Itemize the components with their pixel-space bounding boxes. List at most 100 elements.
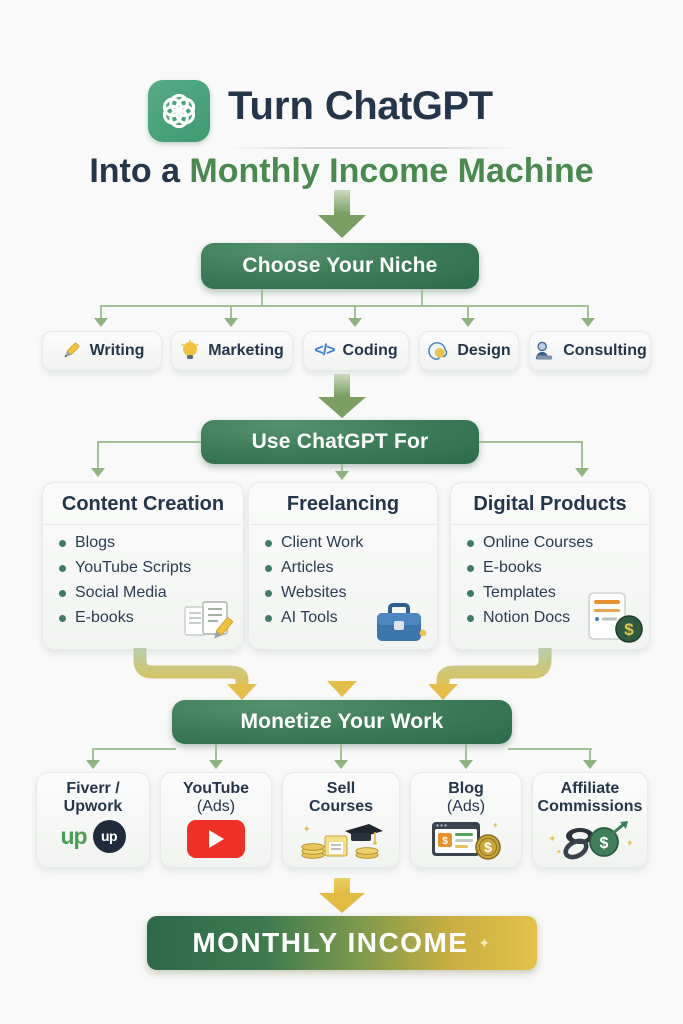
arrowhead-icon <box>94 318 108 327</box>
card-title-line2: (Ads) <box>446 797 486 815</box>
play-triangle-icon <box>208 829 224 848</box>
svg-text:$: $ <box>442 836 448 847</box>
title-word-turn: Turn <box>228 84 314 128</box>
document-pencil-icon <box>184 601 234 639</box>
list-item: E-books <box>467 559 649 584</box>
column-divider <box>45 524 241 525</box>
connector-drop <box>100 305 102 318</box>
connector-rail-right <box>508 748 592 750</box>
connector-drop <box>341 464 343 471</box>
svg-text:$: $ <box>484 839 492 855</box>
openai-knot-icon <box>162 93 196 129</box>
youtube-button-icon <box>187 819 245 858</box>
card-title: Sell <box>326 780 356 797</box>
list-item: AI Tools <box>265 609 437 634</box>
sparkle-icon: ✦ <box>478 934 492 951</box>
niche-label: Consulting <box>563 342 647 359</box>
card-title: Affiliate <box>560 780 620 797</box>
card-youtube-ads: YouTube (Ads) <box>160 772 272 868</box>
connector-drop <box>340 744 342 760</box>
column-title: Content Creation <box>61 493 225 515</box>
niche-chip-coding: </> Coding <box>303 331 409 371</box>
connector-stem <box>421 289 423 306</box>
card-title: Fiverr / <box>66 780 120 797</box>
list-item: Notion Docs <box>467 609 649 634</box>
connector-rail <box>100 305 589 307</box>
browser-ads-dollar-icon: $ $ ✦ <box>430 820 502 860</box>
connector-drop <box>589 748 591 760</box>
column-title: Digital Products <box>473 493 627 515</box>
column-digital-products: Digital Products Online Courses E-books … <box>450 482 650 650</box>
niche-label: Marketing <box>208 342 284 359</box>
connector-stem <box>261 289 263 306</box>
column-freelancing: Freelancing Client Work Articles Website… <box>248 482 438 650</box>
arrowhead-icon <box>334 760 348 769</box>
list-item: Online Courses <box>467 534 649 559</box>
connector-rail-left <box>92 748 176 750</box>
column-list: Client Work Articles Websites AI Tools <box>249 534 437 634</box>
svg-text:$: $ <box>600 835 609 852</box>
arrowhead-icon <box>461 318 475 327</box>
connector-branch-right <box>479 441 583 443</box>
card-title-line2: Courses <box>308 797 374 815</box>
svg-text:✦: ✦ <box>303 824 311 834</box>
flow-arrow-down-2 <box>318 374 366 418</box>
arrowhead-icon <box>91 468 105 477</box>
niche-label: Design <box>457 342 511 359</box>
connector-drop <box>215 744 217 760</box>
niche-chip-consulting: Consulting <box>529 331 651 371</box>
card-title-line2: Upwork <box>63 797 123 815</box>
lightbulb-icon <box>181 340 199 359</box>
pencil-icon <box>64 342 80 358</box>
briefcase-icon <box>377 603 427 641</box>
flow-arrows-to-monetize <box>133 648 552 700</box>
svg-text:✦: ✦ <box>492 821 499 830</box>
card-title: YouTube <box>182 780 250 797</box>
svg-text:✦: ✦ <box>626 838 634 848</box>
connector-drop <box>97 441 99 468</box>
niche-label: Coding <box>342 342 398 359</box>
monthly-income-label: MONTHLY INCOME <box>192 927 469 958</box>
subtitle-prefix: Into a <box>89 152 190 190</box>
niche-chip-marketing: Marketing <box>171 331 293 371</box>
svg-text:✦: ✦ <box>556 848 562 856</box>
flow-arrow-down-income <box>319 878 365 913</box>
banner-monthly-income: MONTHLY INCOME ✦ <box>147 916 537 970</box>
subtitle-highlight: Monthly Income Machine <box>189 152 594 190</box>
card-title-line2: (Ads) <box>196 797 236 815</box>
banner-use-chatgpt-for: Use ChatGPT For <box>201 420 479 464</box>
header-divider <box>228 147 520 149</box>
card-title-line2: Commissions <box>537 797 643 815</box>
connector-drop <box>581 441 583 468</box>
list-item: Client Work <box>265 534 437 559</box>
column-divider <box>251 524 435 525</box>
arrowhead-icon <box>348 318 362 327</box>
column-list: Online Courses E-books Templates Notion … <box>451 534 649 634</box>
column-list: Blogs YouTube Scripts Social Media E-boo… <box>43 534 243 634</box>
list-item: Social Media <box>59 584 243 609</box>
chatgpt-logo-icon <box>148 80 210 142</box>
card-affiliate-commissions: Affiliate Commissions ✦ ✦ $ ✦ <box>532 772 648 868</box>
banner-monetize-your-work: Monetize Your Work <box>172 700 512 744</box>
connector-branch-left <box>97 441 201 443</box>
card-blog-ads: Blog (Ads) $ $ ✦ <box>410 772 522 868</box>
list-item: E-books <box>59 609 243 634</box>
connector-drop <box>587 305 589 318</box>
column-divider <box>453 524 647 525</box>
niche-label: Writing <box>89 342 145 359</box>
page-subtitle: Into a Monthly Income Machine <box>0 152 683 191</box>
connector-drop <box>465 744 467 760</box>
notepad-dollar-icon: $ <box>588 592 643 643</box>
arrowhead-icon <box>335 471 349 480</box>
flow-arrow-down-1 <box>318 190 366 238</box>
column-title: Freelancing <box>286 493 400 515</box>
upwork-wordmark-icon: up <box>60 822 87 849</box>
list-item: Templates <box>467 584 649 609</box>
connector-drop <box>230 305 232 318</box>
code-icon: </> <box>314 342 335 359</box>
arrowhead-icon <box>224 318 238 327</box>
connector-drop <box>467 305 469 318</box>
list-item: Blogs <box>59 534 243 559</box>
list-item: YouTube Scripts <box>59 559 243 584</box>
